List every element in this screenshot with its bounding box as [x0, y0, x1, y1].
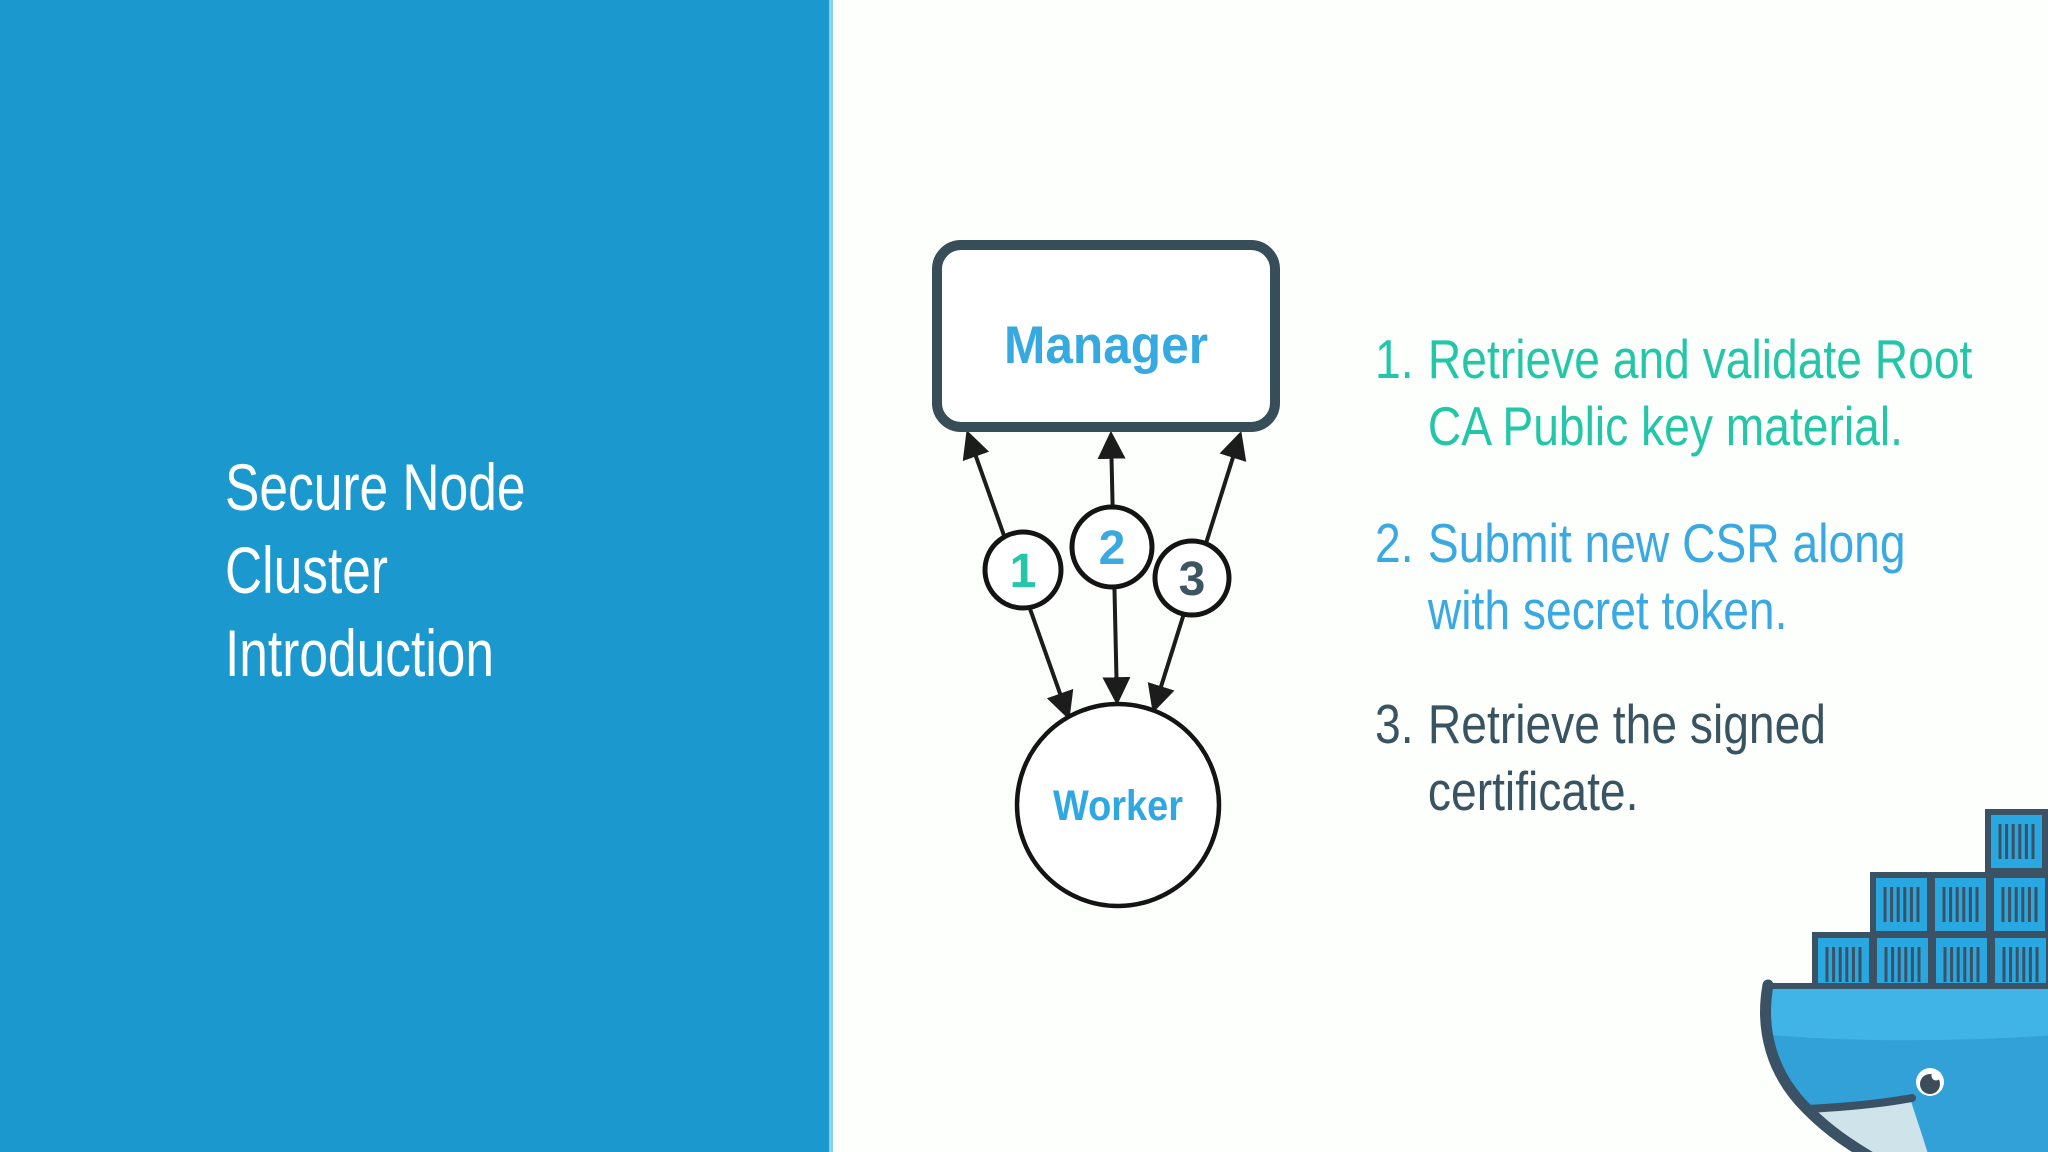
- step-badge-1: 1: [982, 529, 1064, 611]
- worker-node: Worker: [1014, 701, 1222, 909]
- manager-worker-diagram: Manager 1 2 3 Worker: [932, 240, 1280, 909]
- manager-label: Manager: [1004, 316, 1208, 375]
- slide-title: Secure Node Cluster Introduction: [225, 446, 525, 695]
- manager-node: Manager: [932, 240, 1280, 432]
- worker-label: Worker: [1053, 782, 1183, 830]
- title-panel: Secure Node Cluster Introduction: [0, 0, 829, 1152]
- whale-icon: [1760, 979, 2048, 1152]
- svg-text:2: 2: [1099, 522, 1126, 575]
- step-text-line: Retrieve and validate Root: [1427, 328, 1973, 390]
- svg-text:1: 1: [1010, 545, 1037, 598]
- svg-text:3: 3: [1179, 553, 1206, 606]
- step-item-2: 2. Submit new CSR along with secret toke…: [1375, 510, 1906, 644]
- step-text-line: with secret token.: [1427, 579, 1788, 641]
- step-text: Retrieve the signed certificate.: [1428, 691, 1826, 825]
- title-line: Cluster: [225, 533, 389, 607]
- step-number: 2.: [1375, 512, 1414, 574]
- step-badge-3: 3: [1152, 538, 1232, 618]
- panel-divider: [829, 0, 833, 1152]
- step-text: Submit new CSR along with secret token.: [1428, 510, 1906, 644]
- step-text: Retrieve and validate Root CA Public key…: [1428, 326, 1972, 460]
- step-item-1: 1. Retrieve and validate Root CA Public …: [1375, 326, 1972, 460]
- title-line: Introduction: [225, 616, 495, 690]
- step-text-line: Retrieve the signed: [1427, 693, 1827, 755]
- container-stack-icon: [1815, 812, 2048, 994]
- step-number: 1.: [1375, 328, 1414, 390]
- docker-whale-logo: [1760, 807, 2048, 1152]
- whale-eye: [1916, 1068, 1944, 1096]
- step-text-line: CA Public key material.: [1427, 395, 1903, 457]
- step-item-3: 3. Retrieve the signed certificate.: [1375, 691, 1826, 825]
- step-badges: 1 2 3: [982, 504, 1232, 618]
- step-badge-2: 2: [1069, 504, 1155, 590]
- title-line: Secure Node: [225, 450, 526, 524]
- step-text-line: certificate.: [1427, 760, 1639, 822]
- step-number: 3.: [1375, 693, 1414, 755]
- step-text-line: Submit new CSR along: [1427, 512, 1906, 574]
